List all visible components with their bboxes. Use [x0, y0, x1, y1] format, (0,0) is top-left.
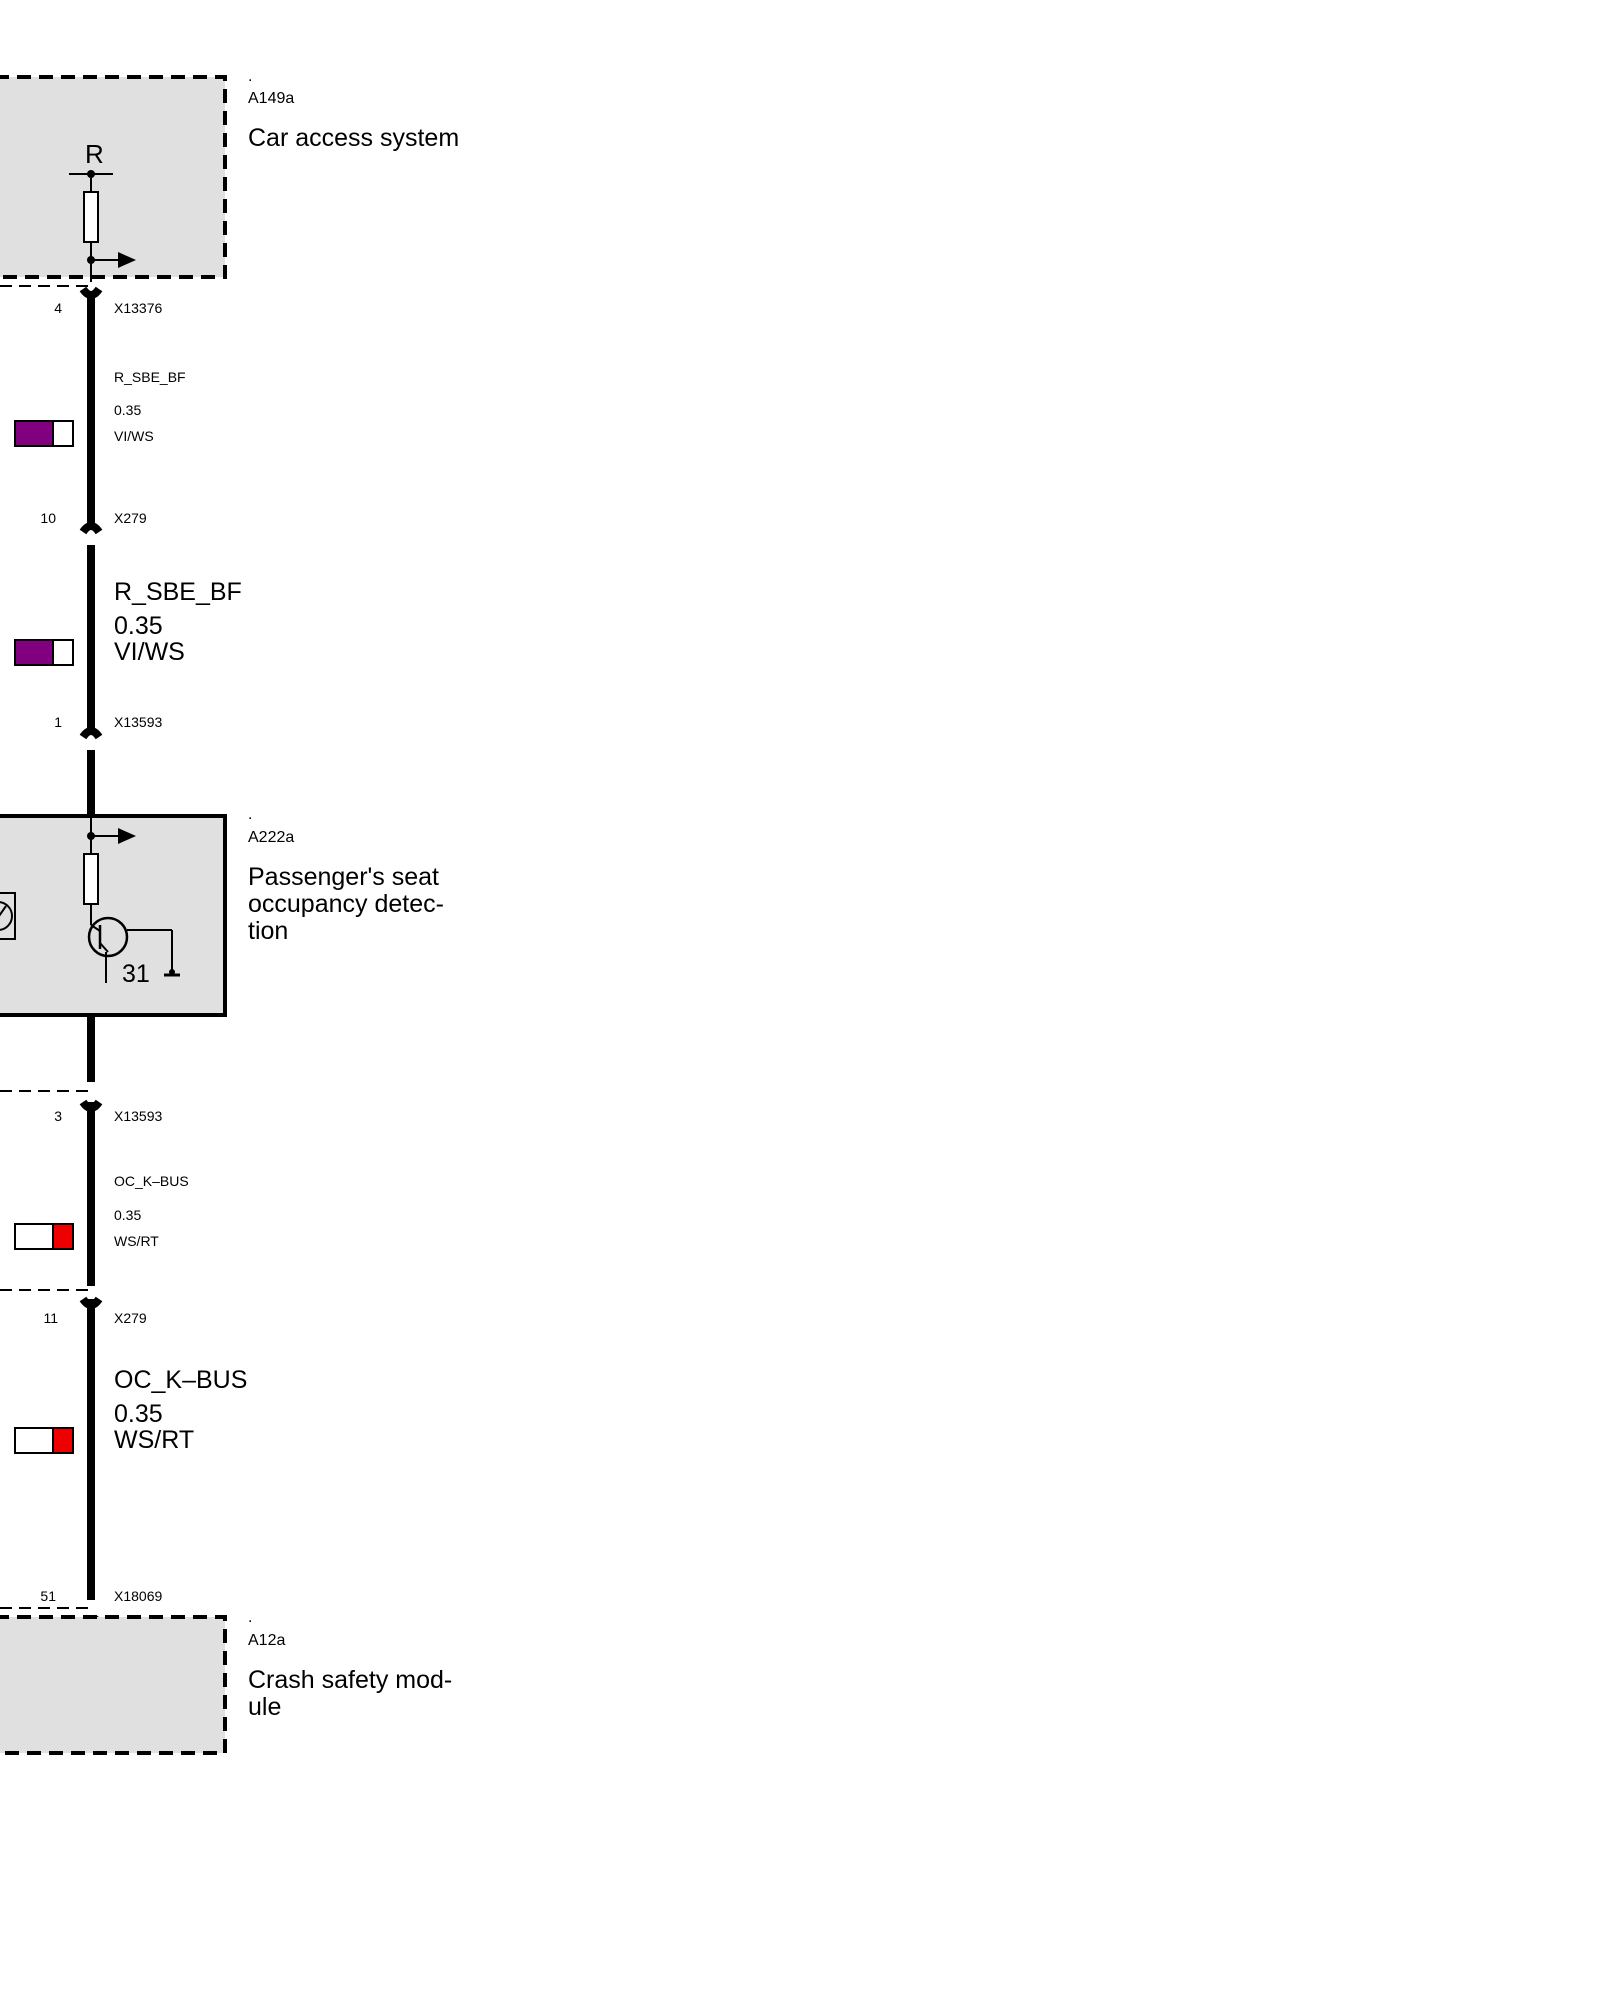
component-a149a: R . A149a Car access system [0, 68, 459, 287]
wire-signal: R_SBE_BF [114, 369, 186, 385]
resistor-symbol [83, 191, 99, 243]
transistor-icon [87, 916, 129, 958]
wire-gauge: 0.35 [114, 1207, 141, 1223]
wire-color-swatch-primary [14, 639, 54, 666]
arrow-icon [118, 828, 136, 844]
connector-id: X279 [114, 510, 147, 526]
wire-r-sbe-bf-1: R_SBE_BF 0.35 VI/WS [14, 369, 186, 447]
wire-signal: OC_K–BUS [114, 1173, 189, 1189]
resistor-symbol [83, 853, 99, 905]
connector-id: X18069 [114, 1588, 162, 1604]
wire-color-swatch-secondary [52, 420, 74, 447]
a12a-box [0, 1615, 227, 1755]
a149a-dot: . [248, 68, 252, 85]
connector-id: X13376 [114, 300, 162, 316]
junction-dot [87, 170, 95, 178]
wire-oc-k-bus-2: OC_K–BUS 0.35 WS/RT [14, 1366, 247, 1454]
a222a-name-line: occupancy detec- [248, 890, 444, 918]
connector-x18069: 51 X18069 [40, 1588, 162, 1604]
a222a-box [0, 814, 227, 1017]
wire-gauge: 0.35 [114, 612, 163, 640]
wire-signal: R_SBE_BF [114, 578, 242, 606]
connector-x13376: 4 X13376 [54, 300, 162, 316]
pin-number: 1 [54, 714, 62, 730]
a12a-code: A12a [248, 1632, 285, 1649]
wire-color-code: VI/WS [114, 428, 154, 444]
wire-r-sbe-bf-2: R_SBE_BF 0.35 VI/WS [14, 578, 242, 666]
wire-color-swatch-secondary [52, 1223, 74, 1250]
pin-number: 3 [54, 1108, 62, 1124]
transistor-collector [90, 924, 101, 932]
ground-dot [169, 969, 175, 975]
wire-color-swatch-primary [14, 1427, 54, 1454]
a149a-box [0, 75, 227, 279]
ground-label: 31 [122, 960, 150, 988]
a222a-dot: . [248, 806, 252, 823]
sensor-slash [0, 905, 7, 917]
component-a222a: 31 . A222a Passenger's seat occupancy de… [0, 806, 444, 1017]
a12a-dot: . [248, 1609, 252, 1626]
wire-signal: OC_K–BUS [114, 1366, 247, 1394]
connector-x279-bottom: 11 X279 [43, 1310, 146, 1326]
wire-color-swatch-primary [14, 420, 54, 447]
sensor-icon [0, 901, 13, 931]
a12a-name-line: Crash safety mod- [248, 1666, 452, 1694]
wire-gauge: 0.35 [114, 1400, 163, 1428]
a149a-name: Car access system [248, 124, 459, 152]
pin-number: 11 [43, 1310, 58, 1326]
a12a-name-line: ule [248, 1693, 281, 1721]
wire-color-swatch-primary [14, 1223, 54, 1250]
sensor-symbol [0, 892, 16, 940]
wire-color-swatch-secondary [52, 639, 74, 666]
connector-id: X13593 [114, 714, 162, 730]
resistor-label: R [85, 139, 104, 169]
a222a-name-line: Passenger's seat [248, 863, 439, 891]
component-a12a: . A12a Crash safety mod- ule [0, 1609, 452, 1755]
connector-x13593-top: 1 X13593 [54, 714, 162, 730]
wire-gauge: 0.35 [114, 402, 141, 418]
wire-color-code: VI/WS [114, 638, 185, 666]
wire-color-swatch-secondary [52, 1427, 74, 1454]
a222a-code: A222a [248, 829, 294, 846]
pin-number: 10 [40, 510, 56, 526]
connector-id: X279 [114, 1310, 147, 1326]
arrow-icon [118, 252, 136, 268]
connector-x13593-bottom: 3 X13593 [54, 1108, 162, 1124]
wire-oc-k-bus-1: OC_K–BUS 0.35 WS/RT [14, 1173, 189, 1250]
wire-color-code: WS/RT [114, 1233, 159, 1249]
a222a-name-line: tion [248, 917, 288, 945]
connector-x279-top: 10 X279 [40, 510, 146, 526]
a149a-code: A149a [248, 90, 294, 107]
pin-number: 4 [54, 300, 62, 316]
connector-id: X13593 [114, 1108, 162, 1124]
transistor-emitter [99, 942, 109, 953]
wire-color-code: WS/RT [114, 1426, 194, 1454]
pin-number: 51 [40, 1588, 56, 1604]
